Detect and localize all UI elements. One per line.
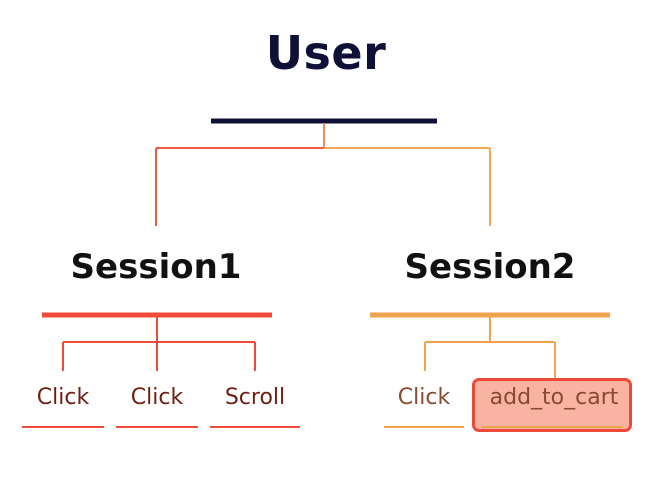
session1-event-1: Click — [36, 385, 90, 410]
highlighted-event-box — [472, 378, 632, 432]
session2-node-label: Session2 — [404, 247, 576, 287]
session1-event-3: Scroll — [224, 385, 286, 410]
session1-event-2: Click — [130, 385, 184, 410]
session1-node-label: Session1 — [70, 247, 242, 287]
highlight-inner-underline — [481, 426, 623, 428]
root-node-label: User — [265, 26, 387, 80]
session2-event-2-highlighted: add_to_cart — [489, 385, 619, 410]
session2-event-1: Click — [397, 385, 451, 410]
